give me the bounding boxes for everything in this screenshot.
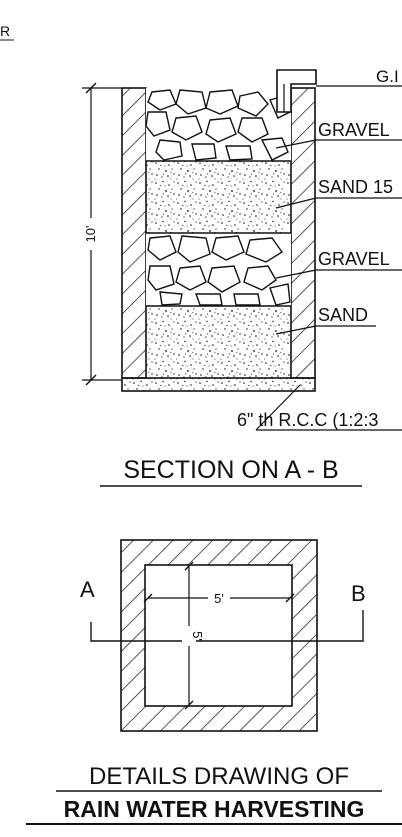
layer-label-gravel-middle: GRAVEL: [318, 249, 390, 269]
gravel-layer-middle: [146, 233, 291, 306]
drawing-footer: DETAILS DRAWING OF RAIN WATER HARVESTING: [26, 763, 402, 825]
plan-label-b: B: [351, 581, 366, 606]
layer-label-sand-bottom: SAND: [318, 305, 368, 325]
footer-line2: RAIN WATER HARVESTING: [64, 796, 365, 822]
gi-pipe: [276, 69, 317, 113]
section-cut-line: [90, 610, 364, 642]
plan-width-label: 5': [214, 591, 224, 606]
leader-gravel-middle: [275, 269, 317, 279]
section-title: SECTION ON A - B: [123, 456, 338, 484]
height-dimension-label: 10': [83, 226, 98, 243]
plan-inner-pit: [144, 564, 293, 707]
layer-label-sand-top: SAND 15: [318, 177, 393, 197]
corner-label: R: [0, 23, 10, 39]
height-dimension: 10': [80, 82, 122, 386]
rcc-base-label: 6" th R.C.C (1:2:3: [237, 410, 378, 430]
plan-depth-dimension: 5': [182, 561, 205, 710]
sand-layer-bottom: [146, 306, 291, 378]
sand-layer-top: [146, 161, 291, 233]
right-wall: [290, 87, 316, 379]
leader-gravel-top: [275, 139, 317, 149]
plan-width-dimension: 5': [143, 590, 295, 606]
gravel-layer-top: [145, 88, 291, 161]
left-wall: [121, 87, 147, 379]
section-view: G.I GRAVEL SAND 15 GRAVEL SAND 6" th R.C…: [80, 67, 402, 487]
rcc-base: [121, 377, 316, 392]
gi-pipe-label: G.I: [376, 67, 399, 86]
footer-line1: DETAILS DRAWING OF: [89, 763, 349, 790]
leader-rcc-base: [255, 384, 301, 431]
leader-sand-top: [275, 197, 317, 209]
plan-depth-label: 5': [190, 631, 205, 641]
leader-sand-bottom: [275, 325, 317, 335]
plan-label-a: A: [80, 577, 95, 602]
layer-label-gravel-top: GRAVEL: [318, 120, 390, 140]
plan-view: A B 5' 5': [80, 539, 366, 732]
